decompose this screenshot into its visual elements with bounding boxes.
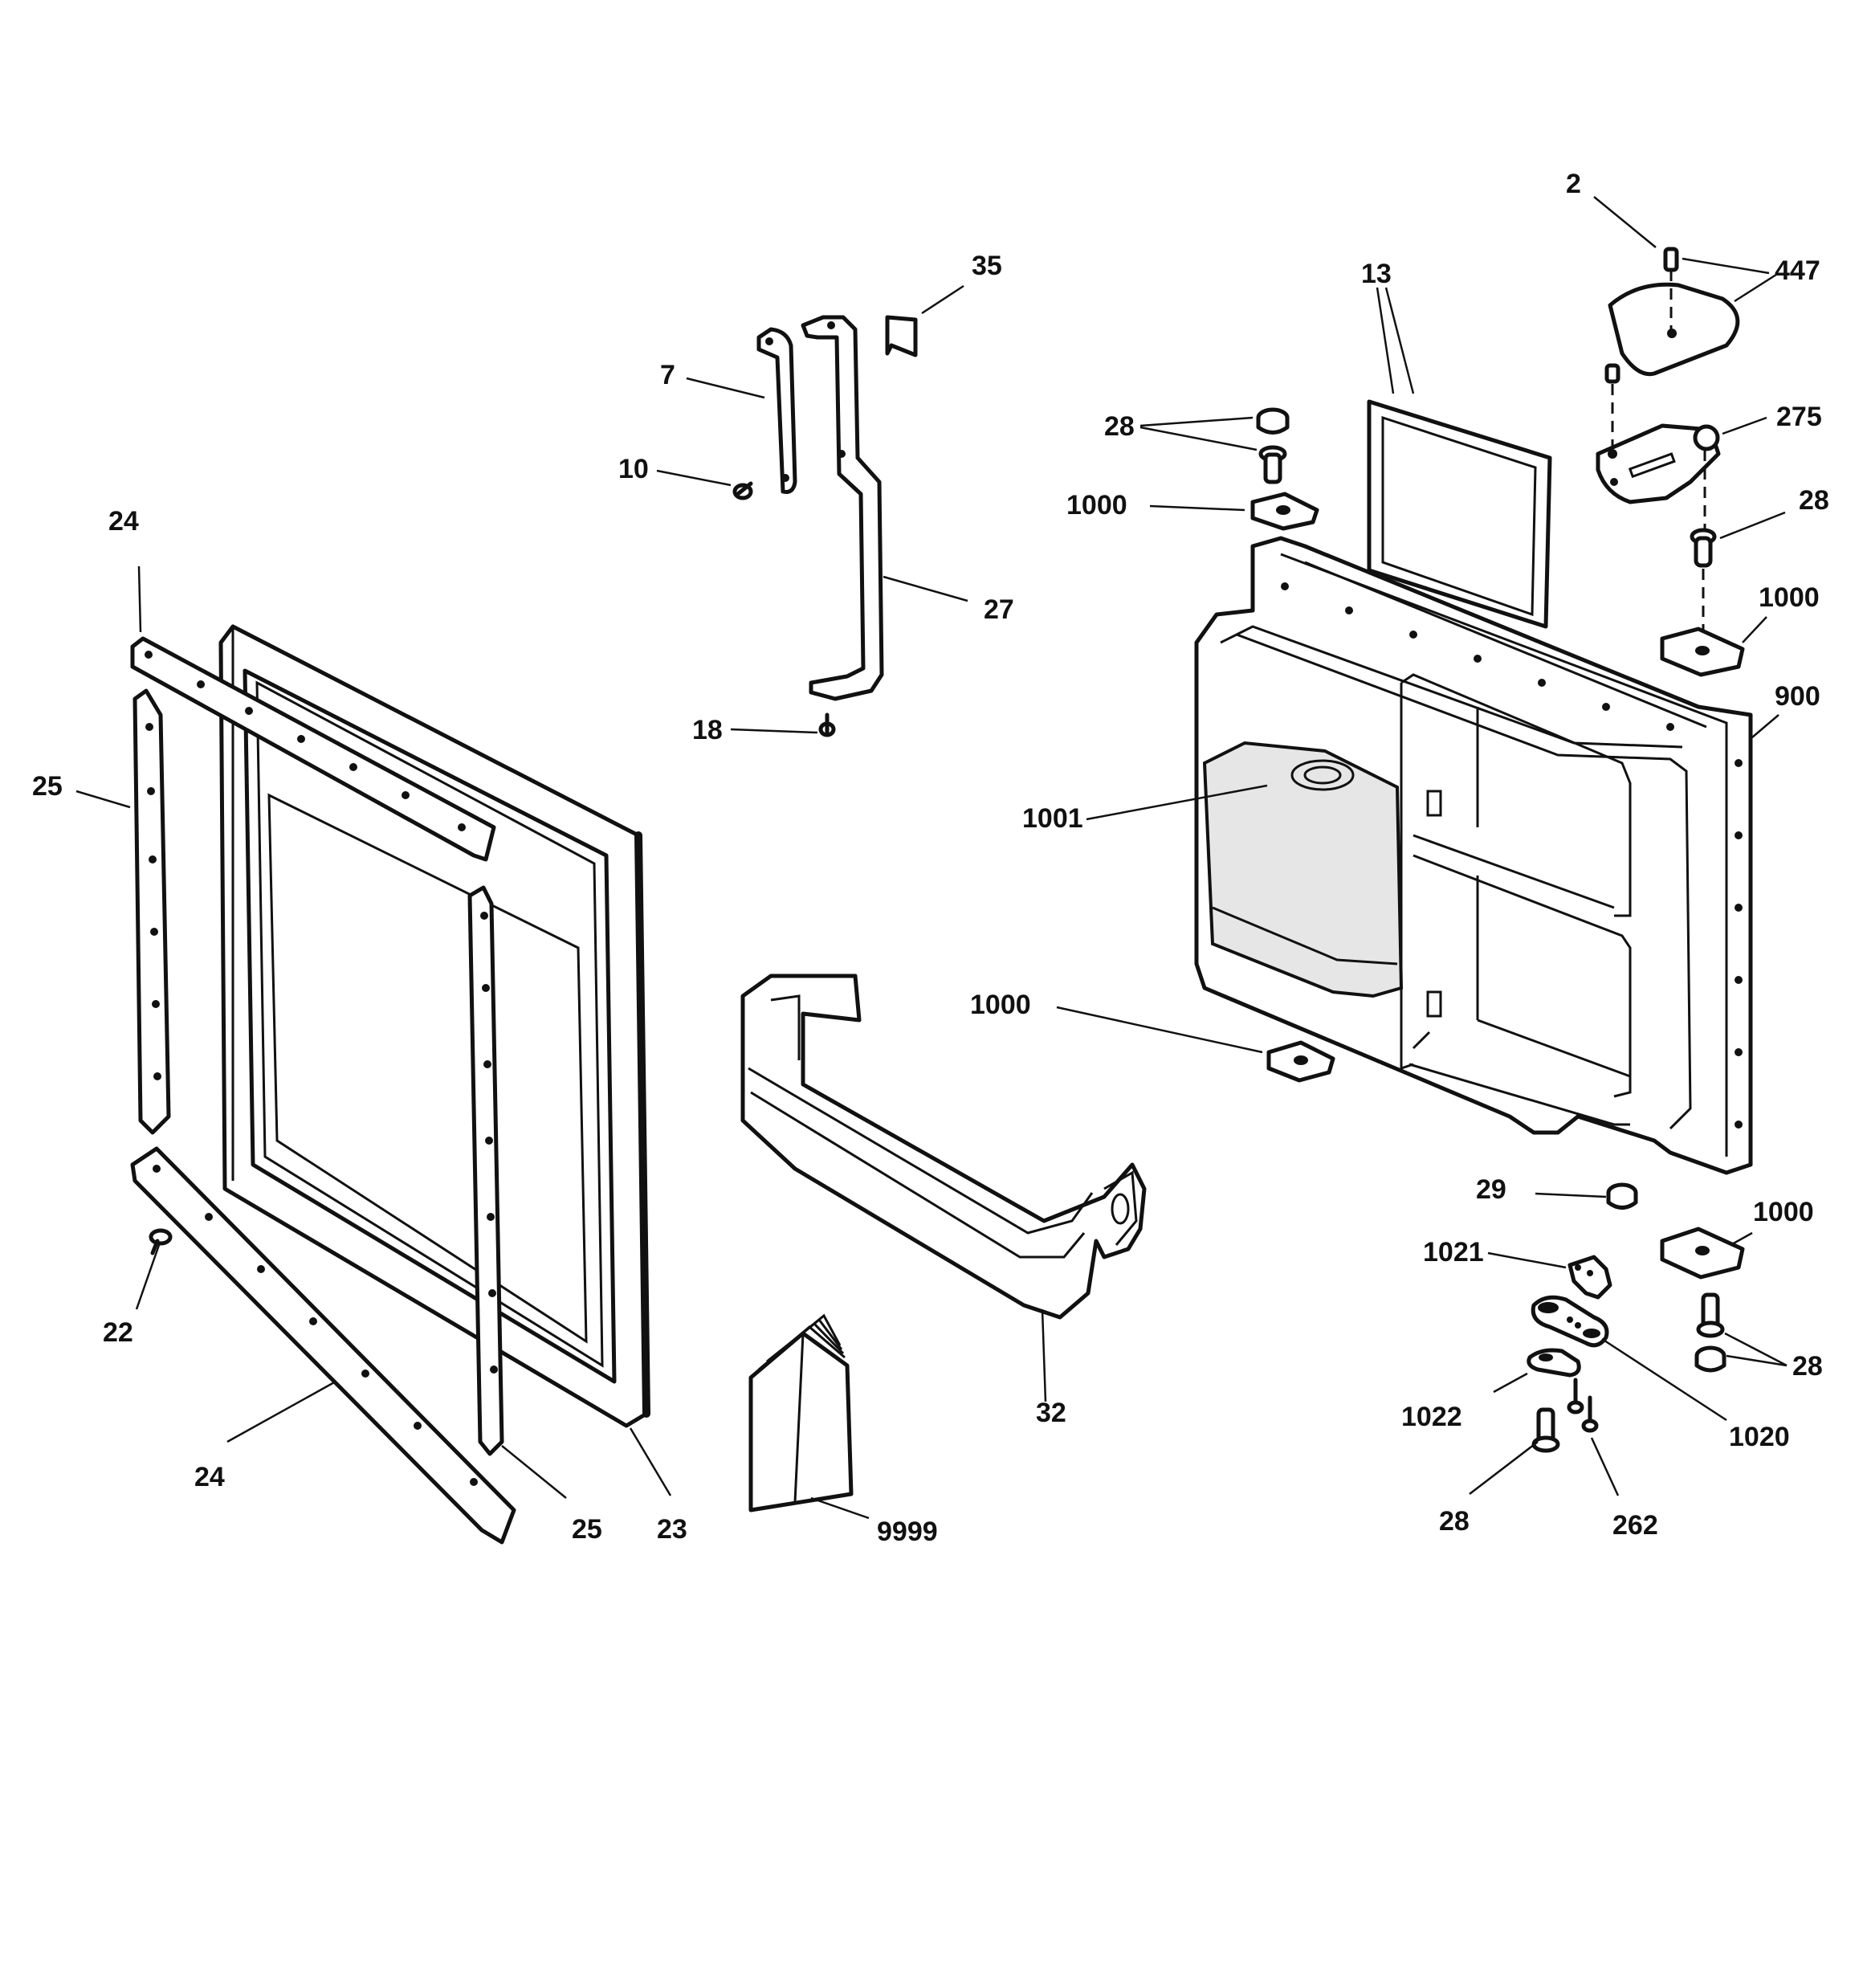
plate-part-1022 [1527, 1348, 1581, 1378]
callout-24-bottom: 24 [194, 1462, 225, 1492]
leader-lines [75, 196, 1788, 1520]
bottom-hinge-part-1020 [1531, 1295, 1609, 1348]
hinge-cover-part-447 [1608, 282, 1740, 377]
screw-part-22 [149, 1228, 173, 1255]
callout-24-top: 24 [108, 506, 139, 537]
gasket-part-13 [1367, 399, 1552, 629]
spacer-pad-part-1000-bottom-right [1660, 1227, 1745, 1280]
door-shelf-part-32 [740, 974, 1147, 1320]
callout-7: 7 [660, 360, 675, 390]
grommet-part-28-top-left [1256, 407, 1290, 435]
spacer-pad-part-1000-top-left [1250, 492, 1319, 531]
callout-1001: 1001 [1022, 803, 1083, 834]
callout-22: 22 [103, 1317, 133, 1348]
bracket-part-1021 [1567, 1255, 1612, 1300]
callout-1020: 1020 [1729, 1422, 1790, 1452]
callout-447: 447 [1775, 255, 1820, 286]
screw-part-262 [1567, 1378, 1599, 1433]
callout-1022: 1022 [1401, 1402, 1462, 1432]
door-liner-part-900 [1194, 536, 1753, 1175]
callout-13: 13 [1361, 259, 1392, 289]
callout-9999: 9999 [877, 1517, 938, 1547]
top-hinge-part-275 [1596, 423, 1721, 504]
shelf-compartment-grid [1400, 673, 1632, 1126]
callout-900: 900 [1775, 681, 1820, 712]
grommet-part-28-bottom-right [1694, 1345, 1726, 1373]
callout-28-bottom: 28 [1439, 1506, 1470, 1537]
door-frame-part-23 [218, 624, 650, 1428]
callout-2: 2 [1566, 169, 1581, 199]
screw-part-10 [732, 481, 753, 500]
right-trim-strip-part-25 [467, 885, 504, 1456]
callout-1000-middle: 1000 [970, 990, 1031, 1020]
callout-10: 10 [618, 454, 649, 484]
callout-35: 35 [972, 251, 1002, 281]
callout-27: 27 [984, 594, 1014, 625]
callout-28-top-right: 28 [1799, 485, 1829, 516]
screw-part-18 [818, 712, 836, 737]
screw-part-2 [1663, 247, 1679, 272]
callout-18: 18 [692, 715, 723, 745]
spacer-pad-part-1000-middle [1266, 1040, 1335, 1083]
callout-labels: 2 447 13 35 7 10 27 18 28 1000 275 28 10… [32, 169, 1829, 1547]
hinge-bracket-part-27 [801, 315, 884, 701]
spacer-pad-part-1000-top-right [1660, 627, 1745, 677]
pin-part-28-bottom [1531, 1407, 1560, 1453]
screw-small-hinge [1604, 363, 1620, 384]
callout-23: 23 [657, 1514, 687, 1545]
clip-part-35 [885, 315, 918, 357]
callout-1000-top-left: 1000 [1066, 490, 1127, 520]
bottom-trim-strip-part-24 [130, 1146, 516, 1545]
callout-262: 262 [1612, 1510, 1658, 1541]
callout-1000-bottom-right: 1000 [1753, 1197, 1814, 1227]
bracket-part-7 [756, 327, 797, 494]
pin-part-28-top [1690, 528, 1717, 568]
callout-1000-top-right: 1000 [1759, 582, 1820, 613]
callout-32: 32 [1036, 1398, 1066, 1428]
callout-29: 29 [1476, 1174, 1506, 1205]
callout-25-right: 25 [572, 1514, 602, 1545]
pin-part-28-top-left [1258, 445, 1287, 484]
callout-1021: 1021 [1423, 1237, 1484, 1268]
left-trim-strip-part-25 [132, 688, 171, 1135]
grommet-part-29 [1606, 1182, 1638, 1210]
manual-booklet-part-9999 [748, 1313, 854, 1512]
callout-28-top-left: 28 [1104, 411, 1135, 442]
pin-part-28-bottom-right [1696, 1292, 1725, 1338]
callout-275: 275 [1776, 402, 1822, 432]
callout-28-bottom-right: 28 [1792, 1351, 1823, 1382]
storage-bin-part-1001 [1202, 741, 1404, 998]
callout-25-left: 25 [32, 771, 63, 802]
top-trim-strip-part-24 [130, 636, 496, 862]
